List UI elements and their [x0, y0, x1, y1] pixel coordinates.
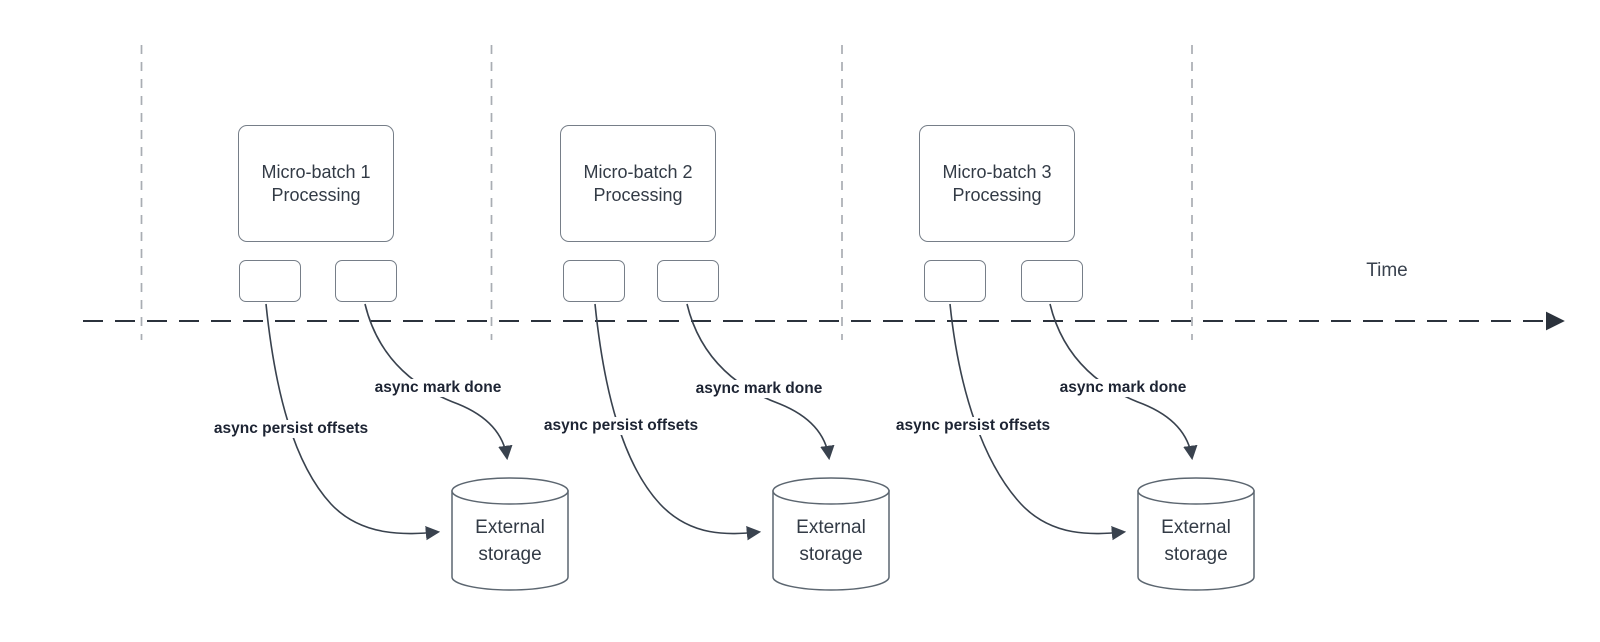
micro-batch-3-markdone-task-box	[1021, 260, 1083, 302]
cylinder-top	[1137, 477, 1255, 505]
micro-batch-1-offset-task-box	[239, 260, 301, 302]
mark-done-arrow-3	[1049, 303, 1198, 461]
micro-batch-2-offset-task-box	[563, 260, 625, 302]
cylinder-body	[451, 490, 569, 591]
storage-label-line2: storage	[799, 543, 863, 565]
micro-batch-3-title-line2: Processing	[952, 184, 1042, 205]
micro-batch-1-title-line1: Micro-batch 1	[261, 162, 371, 182]
persist-offsets-arrow-2	[594, 303, 762, 541]
micro-batch-2-box: Micro-batch 2 Processing	[560, 125, 716, 242]
micro-batch-1-markdone-task-box	[335, 260, 397, 302]
mark-done-label-2: async mark done	[692, 380, 826, 398]
storage-label-line1: External	[796, 516, 866, 538]
persist-offsets-label-3: async persist offsets	[892, 417, 1054, 435]
cylinder-top	[451, 477, 569, 505]
storage-label-line2: storage	[1164, 543, 1228, 565]
micro-batch-1-title-line2: Processing	[271, 184, 361, 205]
micro-batch-3-box: Micro-batch 3 Processing	[919, 125, 1075, 242]
storage-label-line1: External	[1161, 516, 1231, 538]
external-storage-cylinder-2: External storage	[772, 477, 890, 591]
micro-batch-2-markdone-task-box	[657, 260, 719, 302]
storage-label-line2: storage	[478, 543, 542, 565]
storage-label-line1: External	[475, 516, 545, 538]
micro-batch-3-offset-task-box	[924, 260, 986, 302]
micro-batch-2-title-line1: Micro-batch 2	[583, 162, 693, 182]
cylinder-top	[772, 477, 890, 505]
cylinder-body	[1137, 490, 1255, 591]
mark-done-arrow-1	[364, 303, 513, 461]
micro-batch-2-title-line2: Processing	[593, 184, 683, 205]
persist-offsets-label-2: async persist offsets	[540, 417, 702, 435]
micro-batch-3-title-line1: Micro-batch 3	[942, 162, 1052, 182]
persist-offsets-label-1: async persist offsets	[210, 420, 372, 438]
mark-done-label-3: async mark done	[1056, 379, 1190, 397]
persist-offsets-arrow-3	[949, 303, 1127, 541]
mark-done-arrow-2	[686, 303, 835, 461]
mark-done-label-1: async mark done	[371, 379, 505, 397]
timeline-label: Time	[1366, 260, 1408, 281]
external-storage-cylinder-3: External storage	[1137, 477, 1255, 591]
cylinder-body	[772, 490, 890, 591]
persist-offsets-arrow-1	[265, 303, 441, 541]
external-storage-cylinder-1: External storage	[451, 477, 569, 591]
micro-batch-1-box: Micro-batch 1 Processing	[238, 125, 394, 242]
